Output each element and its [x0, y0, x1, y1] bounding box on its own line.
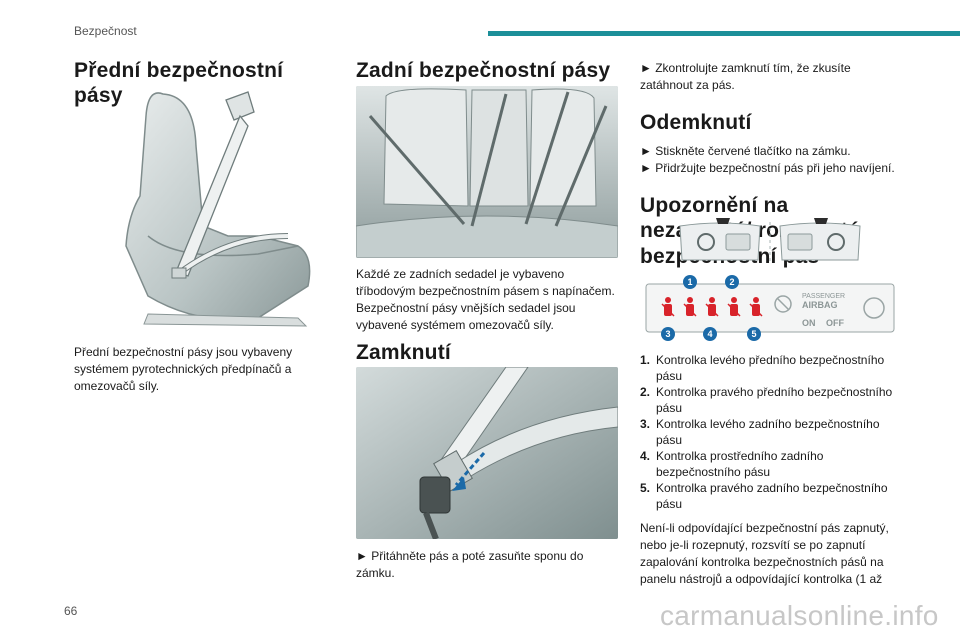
unlock-step-1: ► Stiskněte červené tlačítko na zámku. — [640, 144, 851, 159]
seatbelt-indicator-panel: PASSENGER AIRBAG ON OFF 1 2 3 4 5 — [644, 274, 896, 342]
closing-text: Není-li odpovídající bezpečnostní pás za… — [640, 521, 889, 586]
column-front-belts: Přední bezpečnostní pásy — [74, 52, 322, 108]
passenger-label: PASSENGER — [802, 293, 845, 300]
callout-5: 5 — [751, 329, 756, 339]
list-item: 4.Kontrolka prostředního zadního bezpečn… — [640, 449, 824, 479]
airbag-off-label: OFF — [826, 318, 844, 328]
section-locking: Zamknutí — [356, 340, 618, 365]
rear-seat-illustration — [356, 86, 618, 258]
running-header: Bezpečnost — [74, 24, 137, 38]
locking-text: ► Přitáhněte pás a poté zasuňte sponu do… — [356, 549, 584, 580]
check-text: ► Zkontrolujte zamknutí tím, že zkusíte … — [640, 61, 851, 92]
front-seat-illustration — [108, 86, 318, 334]
dashboard-indicators-illustration — [670, 216, 870, 266]
locking-instructions: ► Přitáhněte pás a poté zasuňte sponu do… — [356, 548, 618, 582]
heading-rear-belts: Zadní bezpečnostní pásy — [356, 59, 611, 82]
airbag-label: AIRBAG — [802, 300, 838, 310]
callout-4: 4 — [707, 329, 712, 339]
callout-2: 2 — [729, 277, 734, 287]
front-belts-description: Přední bezpečnostní pásy jsou vybaveny s… — [74, 344, 322, 395]
heading-unlocking: Odemknutí — [640, 111, 752, 134]
list-item: 5.Kontrolka pravého zadního bezpečnostní… — [640, 481, 888, 511]
list-item: 3.Kontrolka levého zadního bezpečnostníh… — [640, 417, 880, 447]
airbag-on-label: ON — [802, 318, 816, 328]
column-rear-belts: Zadní bezpečnostní pásy — [356, 52, 618, 83]
indicator-legend: 1.Kontrolka levého předního bezpečnostní… — [640, 352, 904, 512]
page-number: 66 — [64, 604, 78, 618]
warning-explanation: Není-li odpovídající bezpečnostní pás za… — [640, 520, 904, 588]
header-accent-bar — [488, 31, 960, 36]
rear-belts-description: Každé ze zadních sedadel je vybaveno tří… — [356, 266, 618, 334]
buckle-illustration — [356, 367, 618, 539]
unlock-step-2: ► Přidržujte bezpečnostní pás při jeho n… — [640, 161, 895, 176]
watermark: carmanualsonline.info — [660, 600, 939, 631]
list-item: 1.Kontrolka levého předního bezpečnostní… — [640, 353, 885, 383]
callout-1: 1 — [687, 277, 692, 287]
list-item: 2.Kontrolka pravého předního bezpečnostn… — [640, 385, 893, 415]
child-seat-icon — [863, 297, 885, 319]
airbag-off-icon — [774, 295, 792, 313]
heading-locking: Zamknutí — [356, 341, 451, 364]
callout-3: 3 — [665, 329, 670, 339]
rear-belts-text: Každé ze zadních sedadel je vybaveno tří… — [356, 267, 615, 332]
heading-front-belts: Přední bezpečnostní pásy — [74, 59, 284, 108]
front-belts-text: Přední bezpečnostní pásy jsou vybaveny s… — [74, 345, 293, 393]
